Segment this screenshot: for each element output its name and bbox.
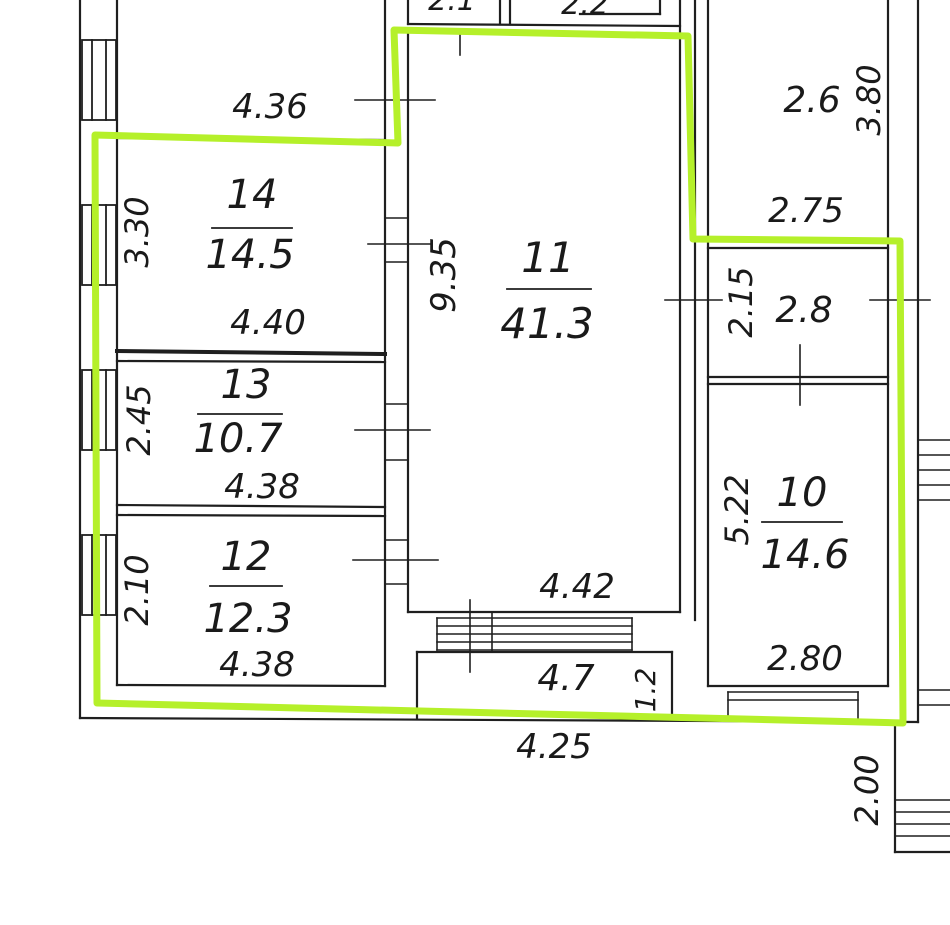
room-labels: 14 14.5 13 10.7 12 12.3 11 41.3 10 14.6 …: [193, 80, 849, 699]
dim-top-fragment-a: 2.1: [428, 0, 476, 18]
dim-room14-height: 3.30: [118, 196, 156, 267]
walls: [78, 0, 950, 854]
room12-area: 12.3: [203, 596, 292, 642]
dim-room10-height: 5.22: [718, 474, 756, 545]
dim-room13-width: 4.38: [224, 467, 300, 507]
dim-small-room-height: 2.15: [722, 266, 760, 337]
small-room-area: 2.8: [775, 290, 832, 331]
dimension-labels: 4.36 4.40 4.38 4.38 4.42 2.75 2.80 4.25 …: [118, 0, 888, 826]
room13-area: 10.7: [193, 416, 283, 462]
dim-top-room-height: 3.80: [850, 64, 888, 135]
room10-number: 10: [777, 470, 828, 516]
room12-number: 12: [221, 534, 272, 580]
dim-top-room-width: 2.75: [768, 191, 844, 231]
dim-top-fragment-b: 2.2: [561, 0, 609, 22]
stairs: [436, 599, 633, 673]
highlight-outline: [91, 26, 907, 727]
dim-room10-width: 2.80: [767, 639, 843, 679]
room11-number: 11: [521, 233, 574, 282]
room14-number: 14: [227, 172, 278, 218]
fraction-bars: [197, 227, 843, 587]
dim-room11-height: 9.35: [424, 237, 464, 313]
dim-room11-width: 4.42: [539, 567, 615, 607]
dim-room12-height: 2.10: [118, 554, 156, 625]
dim-bottom-width: 4.25: [516, 727, 592, 767]
dim-porch-height: 2.00: [848, 754, 886, 825]
top-room-area: 2.6: [783, 80, 840, 121]
room14-area: 14.5: [205, 232, 294, 278]
bottom-room-area: 4.7: [537, 658, 594, 699]
right-steps: [727, 439, 950, 837]
dim-bottom-room-height: 1.2: [629, 668, 662, 713]
dim-room13-height: 2.45: [120, 384, 158, 455]
dim-room12-width: 4.38: [219, 645, 295, 685]
room13-number: 13: [221, 362, 272, 408]
dim-top-left-width: 4.36: [232, 87, 308, 127]
room11-area: 41.3: [500, 299, 594, 348]
room10-area: 14.6: [760, 532, 849, 578]
dim-room14-width: 4.40: [230, 303, 306, 343]
